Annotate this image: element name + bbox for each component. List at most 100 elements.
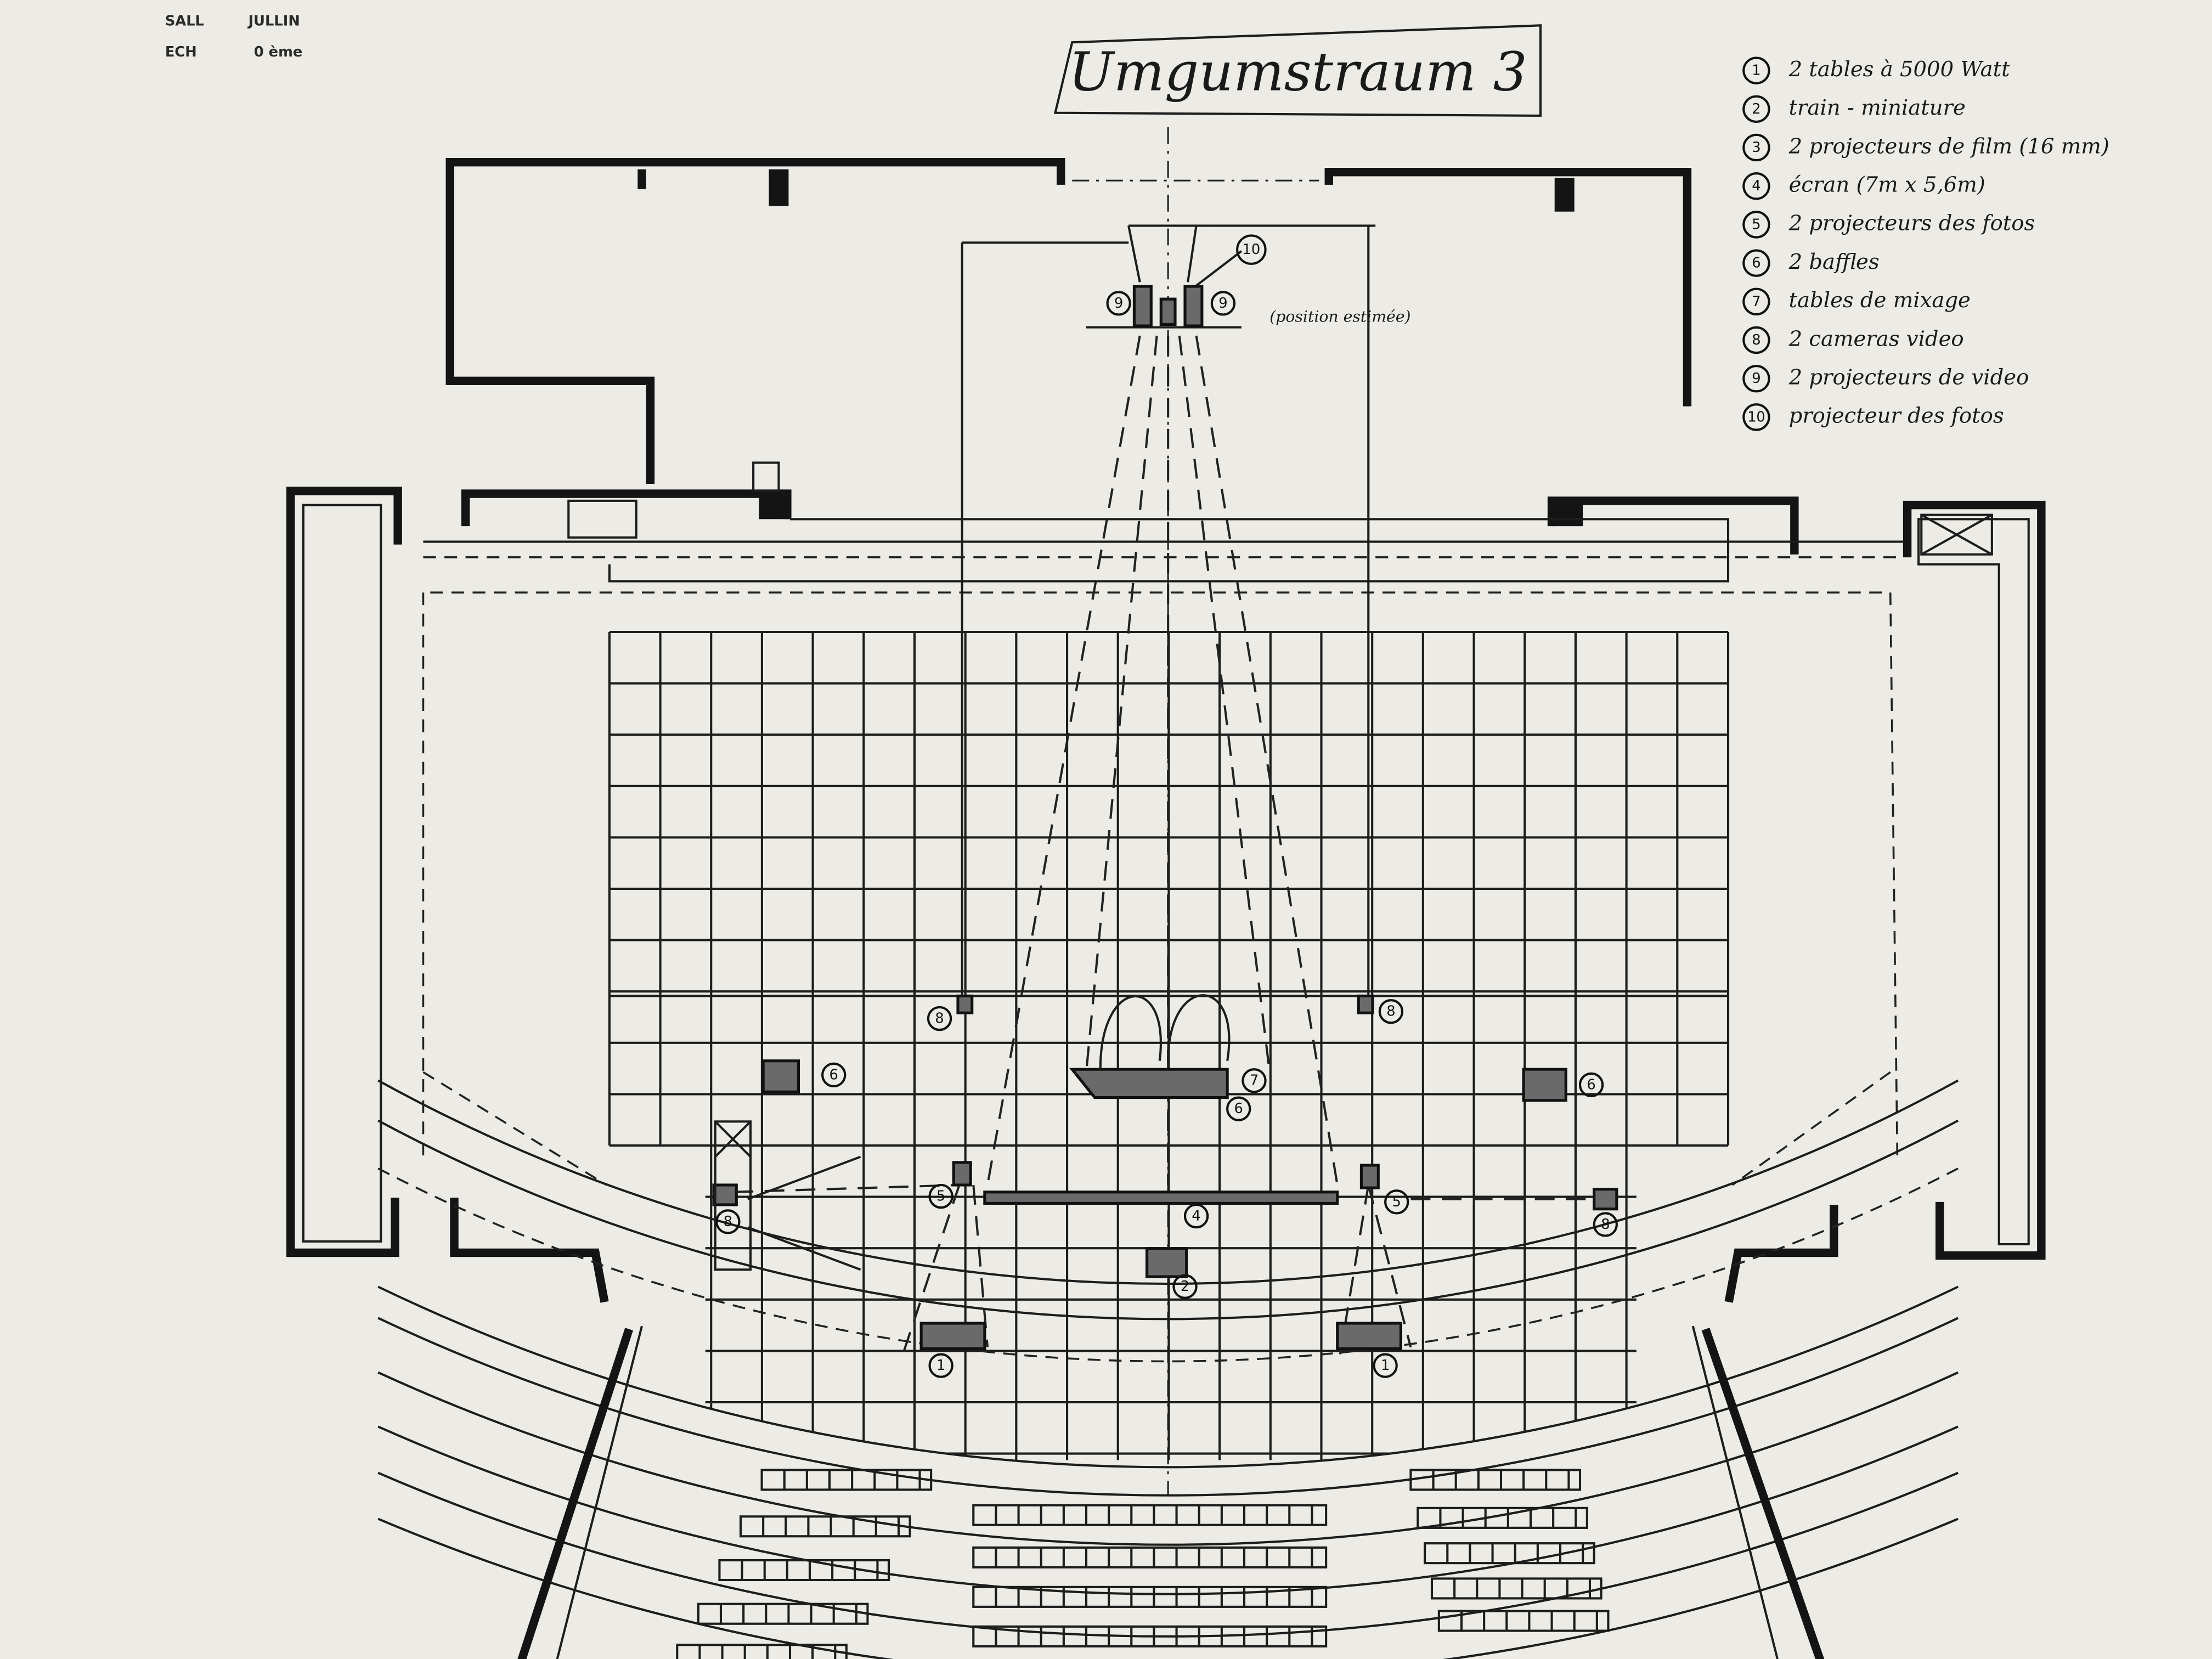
camera-far-left bbox=[712, 1183, 738, 1206]
seat-row-frame bbox=[1430, 1577, 1602, 1600]
seat-row bbox=[972, 1625, 1328, 1647]
photo-projector-left bbox=[952, 1161, 972, 1187]
callout-number: 5 bbox=[936, 1188, 945, 1205]
callout-marker: 1 bbox=[1373, 1353, 1398, 1378]
seat-row bbox=[1424, 1542, 1595, 1565]
legend-number-circle bbox=[1742, 211, 1770, 239]
title-frame bbox=[1053, 24, 1542, 117]
title-box: Umgumstraum 3 bbox=[1053, 24, 1542, 117]
table-5000w-right bbox=[1336, 1322, 1403, 1350]
seat-row-frame bbox=[972, 1546, 1328, 1568]
legend-number: 3 bbox=[1752, 139, 1760, 156]
seat-row bbox=[697, 1602, 869, 1625]
callout-circle bbox=[1378, 999, 1404, 1024]
baffle-right bbox=[1522, 1068, 1567, 1102]
legend-number-circle bbox=[1742, 172, 1770, 200]
legend-text: 2 projecteurs de video bbox=[1788, 365, 2029, 390]
seat-row bbox=[676, 1644, 848, 1659]
callout-circle bbox=[1384, 1189, 1409, 1215]
callout-marker: 5 bbox=[1384, 1189, 1409, 1215]
callout-number: 1 bbox=[1381, 1357, 1390, 1374]
seat-row bbox=[760, 1469, 933, 1491]
seat-row-frame bbox=[739, 1515, 911, 1538]
callout-circle bbox=[1242, 1068, 1267, 1093]
callout-circle bbox=[1106, 291, 1131, 316]
seating-arc bbox=[377, 1517, 1959, 1659]
video-projector-left bbox=[1132, 285, 1153, 328]
callout-circle bbox=[1593, 1212, 1618, 1237]
callout-circle bbox=[1226, 1096, 1251, 1121]
callout-marker: 7 bbox=[1242, 1068, 1267, 1093]
seat-row bbox=[972, 1546, 1328, 1568]
callout-circle bbox=[821, 1062, 847, 1088]
legend-number: 7 bbox=[1752, 294, 1760, 310]
camera-left bbox=[956, 994, 974, 1014]
legend-number: 8 bbox=[1752, 332, 1760, 348]
seat-row-frame bbox=[718, 1559, 890, 1582]
callout-marker: 6 bbox=[1578, 1072, 1604, 1098]
callout-number: 6 bbox=[1234, 1101, 1243, 1117]
position-note: (position estimée) bbox=[1269, 307, 1410, 325]
legend-text: projecteur des fotos bbox=[1789, 404, 2004, 428]
seat-row bbox=[972, 1585, 1328, 1608]
sall-value: JULLIN bbox=[247, 13, 300, 29]
seat-row bbox=[1417, 1506, 1588, 1529]
legend-number-circle bbox=[1742, 95, 1770, 123]
callout-marker: 8 bbox=[927, 1006, 952, 1031]
screen bbox=[983, 1190, 1339, 1205]
walls bbox=[286, 158, 2046, 1303]
callout-number: 10 bbox=[1242, 241, 1260, 258]
camera-right bbox=[1357, 994, 1374, 1014]
callout-circle bbox=[1578, 1072, 1604, 1098]
sall-label: SALL bbox=[165, 13, 204, 29]
legend-number: 5 bbox=[1752, 216, 1760, 233]
seating-arc bbox=[377, 1425, 1959, 1595]
header-stamp: SALL JULLIN ECH 0 ème bbox=[165, 13, 302, 60]
seat-row-frame bbox=[1409, 1469, 1582, 1491]
callout-number: 9 bbox=[1114, 295, 1123, 312]
seating-arc bbox=[377, 1371, 1959, 1546]
legend-number: 9 bbox=[1752, 370, 1760, 387]
callout-circle bbox=[1172, 1274, 1198, 1299]
callout-number: 4 bbox=[1192, 1208, 1200, 1224]
callout-circle bbox=[928, 1353, 953, 1378]
seating-arc bbox=[377, 1079, 1959, 1285]
callout-number: 8 bbox=[724, 1214, 732, 1230]
callout-marker: 1 bbox=[928, 1353, 953, 1378]
baffle-left bbox=[761, 1059, 800, 1093]
cable-loops bbox=[1099, 994, 1231, 1070]
callout-circle bbox=[1183, 1203, 1209, 1229]
equipment bbox=[609, 285, 1729, 1350]
seating-arc bbox=[377, 1317, 1959, 1497]
legend-text: 2 cameras video bbox=[1788, 326, 1964, 351]
legend-number-circle bbox=[1742, 249, 1770, 277]
legend-text: écran (7m x 5,6m) bbox=[1789, 172, 1985, 197]
legend-text: tables de mixage bbox=[1789, 288, 1971, 313]
callout-number: 5 bbox=[1392, 1194, 1401, 1210]
seat-row bbox=[739, 1515, 911, 1538]
callout-number: 8 bbox=[935, 1011, 944, 1027]
auditorium-side-wall bbox=[517, 1328, 1825, 1659]
callout-circle bbox=[927, 1006, 952, 1031]
table-5000w-left bbox=[919, 1322, 986, 1350]
callout-circle bbox=[1236, 234, 1267, 265]
video-projector-right bbox=[1183, 285, 1204, 328]
photo-projector-top bbox=[1159, 297, 1177, 326]
plan-title: Umgumstraum 3 bbox=[1069, 41, 1527, 104]
legend-item: 8 2 cameras video bbox=[1742, 326, 1964, 354]
seat-row-frame bbox=[972, 1585, 1328, 1608]
seating-arc bbox=[377, 1471, 1959, 1638]
callout-number: 7 bbox=[1250, 1073, 1259, 1089]
seat-row-frame bbox=[1437, 1610, 1610, 1632]
seating-arc bbox=[377, 1119, 1959, 1321]
stage-outline bbox=[422, 127, 1905, 1496]
legend-number: 10 bbox=[1747, 409, 1765, 425]
legend-text: 2 projecteurs de film (16 mm) bbox=[1788, 134, 2109, 159]
callout-circle bbox=[928, 1183, 953, 1209]
seat-row bbox=[972, 1504, 1328, 1526]
callout-marker: 10 bbox=[1236, 234, 1267, 265]
